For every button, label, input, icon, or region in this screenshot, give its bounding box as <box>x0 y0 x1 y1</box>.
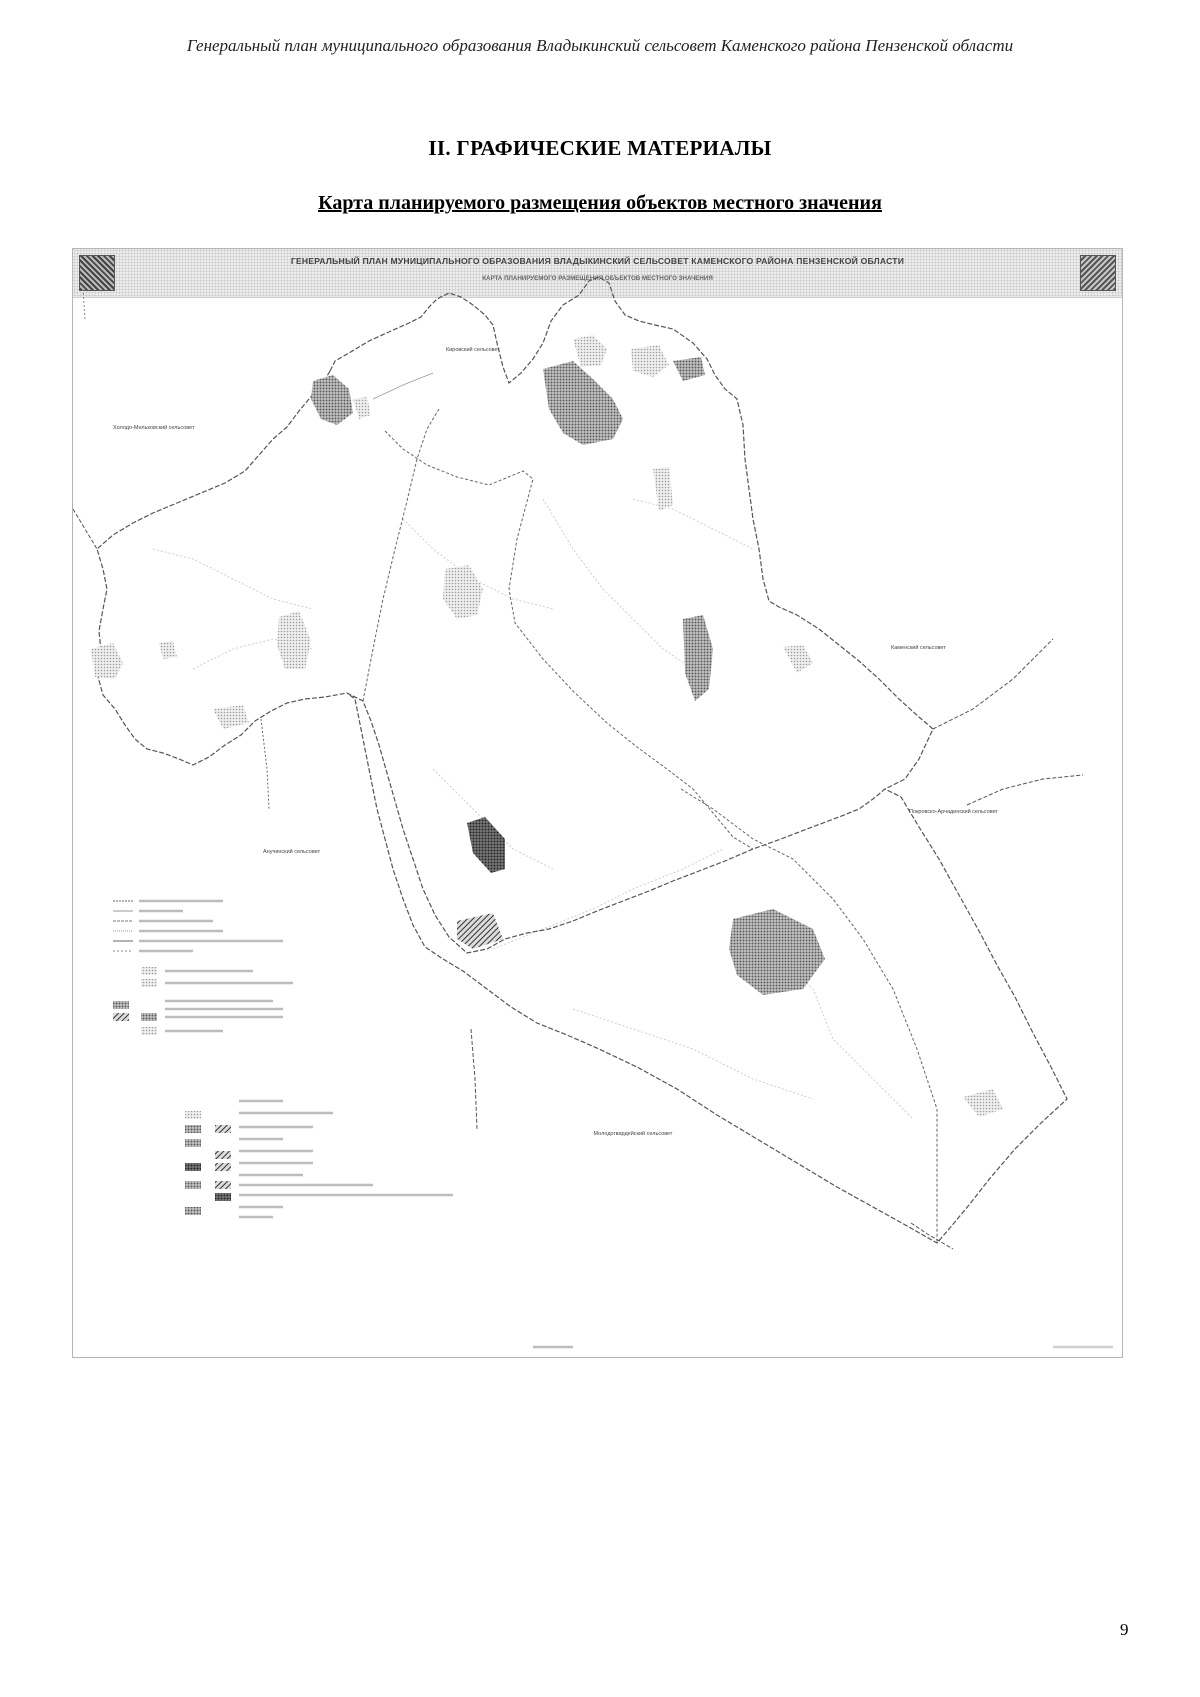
map-frame: ГЕНЕРАЛЬНЫЙ ПЛАН МУНИЦИПАЛЬНОГО ОБРАЗОВА… <box>72 248 1123 1358</box>
outer-boundary <box>910 1222 954 1250</box>
zone-area <box>213 705 249 729</box>
zone-area <box>277 611 311 669</box>
zone-area <box>91 643 123 679</box>
internal-boundary <box>384 430 754 850</box>
settlement-area <box>573 335 607 367</box>
settlement-area <box>543 361 623 445</box>
settlement-area <box>353 397 371 419</box>
neighbor-label-northwest: Холодо-Мельковский сельсовет <box>113 424 195 431</box>
road <box>542 498 694 670</box>
zone-area <box>653 467 673 511</box>
outer-boundary <box>470 1028 478 1130</box>
map-header-subtitle: КАРТА ПЛАНИРУЕМОГО РАЗМЕЩЕНИЯ ОБЪЕКТОВ М… <box>482 275 713 282</box>
neighbor-label-north: Кировский сельсовет <box>446 346 500 353</box>
settlement-area <box>673 357 705 381</box>
settlement-area <box>783 645 813 673</box>
settlement-area <box>683 615 713 701</box>
neighbor-label-southwest: Анучинский сельсовет <box>263 848 321 855</box>
outer-boundary <box>260 718 270 810</box>
map-legend-upper <box>113 899 293 1035</box>
neighbor-label-south: Молодогвардейский сельсовет <box>594 1130 673 1137</box>
map-header-title: ГЕНЕРАЛЬНЫЙ ПЛАН МУНИЦИПАЛЬНОГО ОБРАЗОВА… <box>290 256 905 266</box>
coat-of-arms-left-icon <box>79 255 115 291</box>
internal-boundary <box>680 788 938 1243</box>
section-title: II. ГРАФИЧЕСКИЕ МАТЕРИАЛЫ <box>428 136 772 160</box>
map-drawing: Кировский сельсовет Холодо-Мельковский с… <box>73 276 1113 1349</box>
map-title: Карта планируемого размещения объектов м… <box>318 192 882 214</box>
map-header: ГЕНЕРАЛЬНЫЙ ПЛАН МУНИЦИПАЛЬНОГО ОБРАЗОВА… <box>73 249 1122 298</box>
settlement-area <box>631 345 669 377</box>
page-number: 9 <box>1120 1620 1129 1639</box>
settlement-area <box>457 913 503 949</box>
outer-boundary <box>932 638 1054 730</box>
outer-boundary <box>73 508 98 550</box>
neighbor-label-southeast: Покровско-Арчадинский сельсовет <box>909 808 998 815</box>
road <box>492 848 724 950</box>
road <box>152 548 314 610</box>
planned-object-area <box>467 817 505 873</box>
running-header: Генеральный план муниципального образова… <box>186 36 1014 55</box>
road <box>632 498 754 550</box>
settlement-area <box>729 909 825 995</box>
neighbor-label-east: Каменский сельсовет <box>891 644 946 651</box>
zone-area <box>159 641 177 659</box>
outer-boundary <box>966 774 1084 806</box>
outer-boundary <box>82 288 86 320</box>
settlement-area <box>311 375 353 425</box>
coat-of-arms-right-icon <box>1080 255 1116 291</box>
map-legend-lower <box>185 1099 453 1219</box>
zone-area <box>963 1089 1003 1117</box>
zone-area <box>443 565 483 619</box>
internal-boundary <box>362 408 440 702</box>
road <box>192 638 314 670</box>
road <box>372 372 434 400</box>
district-boundary-east <box>329 276 934 790</box>
